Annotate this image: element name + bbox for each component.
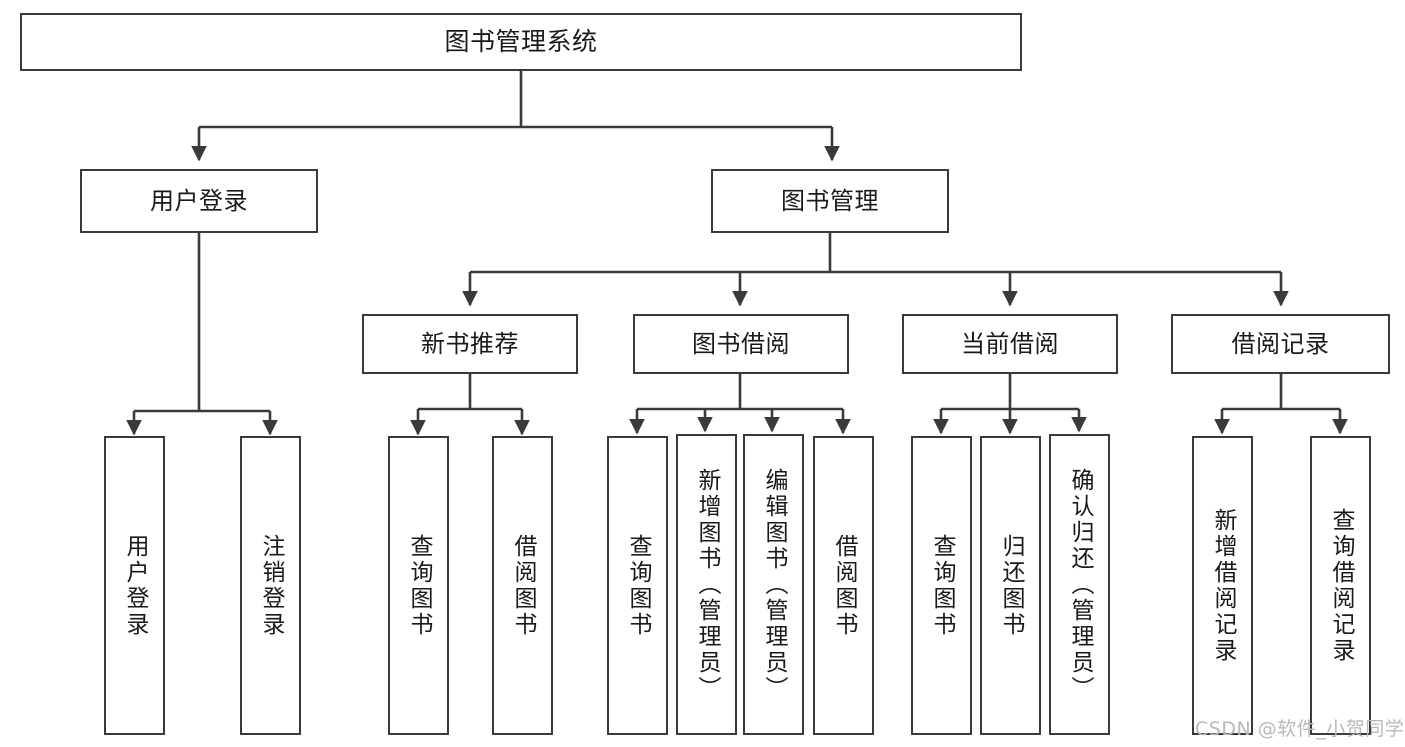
node-book-borrow[interactable]: 图书借阅 bbox=[633, 314, 849, 374]
node-leaf-user-login-label: 用户登录 bbox=[122, 533, 148, 638]
node-leaf-add-book-label: 新增图书（管理员） bbox=[694, 467, 720, 702]
node-leaf-borrow-book-1-label: 借阅图书 bbox=[510, 533, 536, 638]
node-leaf-query-book-1-label: 查询图书 bbox=[406, 533, 432, 638]
node-leaf-borrow-book-2-label: 借阅图书 bbox=[831, 533, 857, 638]
node-leaf-confirm-return-label: 确认归还（管理员） bbox=[1067, 467, 1093, 702]
node-new-book-recommend-label: 新书推荐 bbox=[421, 329, 519, 358]
node-leaf-user-login[interactable]: 用户登录 bbox=[104, 436, 165, 735]
node-leaf-query-book-3-label: 查询图书 bbox=[929, 533, 955, 638]
node-leaf-add-book[interactable]: 新增图书（管理员） bbox=[676, 434, 737, 735]
node-root-label: 图书管理系统 bbox=[444, 27, 598, 57]
node-book-manage-label: 图书管理 bbox=[781, 186, 879, 215]
node-leaf-logout-login-label: 注销登录 bbox=[258, 533, 284, 638]
node-leaf-edit-book[interactable]: 编辑图书（管理员） bbox=[743, 434, 804, 735]
node-leaf-query-book-3[interactable]: 查询图书 bbox=[911, 436, 972, 735]
node-leaf-logout-login[interactable]: 注销登录 bbox=[240, 436, 301, 735]
node-new-book-recommend[interactable]: 新书推荐 bbox=[362, 314, 578, 374]
node-book-borrow-label: 图书借阅 bbox=[692, 329, 790, 358]
node-leaf-return-book-label: 归还图书 bbox=[998, 533, 1024, 638]
node-leaf-add-record-label: 新增借阅记录 bbox=[1210, 507, 1236, 664]
node-leaf-borrow-book-1[interactable]: 借阅图书 bbox=[492, 436, 553, 735]
node-borrow-record[interactable]: 借阅记录 bbox=[1171, 314, 1390, 374]
node-leaf-query-book-2-label: 查询图书 bbox=[625, 533, 651, 638]
node-leaf-borrow-book-2[interactable]: 借阅图书 bbox=[813, 436, 874, 735]
node-leaf-query-book-1[interactable]: 查询图书 bbox=[388, 436, 449, 735]
node-borrow-record-label: 借阅记录 bbox=[1231, 329, 1330, 358]
node-leaf-query-book-2[interactable]: 查询图书 bbox=[607, 436, 668, 735]
node-leaf-query-record-label: 查询借阅记录 bbox=[1328, 507, 1354, 664]
node-leaf-confirm-return[interactable]: 确认归还（管理员） bbox=[1049, 434, 1110, 735]
node-leaf-edit-book-label: 编辑图书（管理员） bbox=[761, 467, 787, 702]
node-root[interactable]: 图书管理系统 bbox=[20, 13, 1022, 71]
node-user-login[interactable]: 用户登录 bbox=[80, 169, 318, 233]
node-current-borrow-label: 当前借阅 bbox=[961, 329, 1059, 358]
node-current-borrow[interactable]: 当前借阅 bbox=[902, 314, 1118, 374]
node-user-login-label: 用户登录 bbox=[150, 186, 248, 215]
node-leaf-return-book[interactable]: 归还图书 bbox=[980, 436, 1041, 735]
csdn-watermark: CSDN @软件_小贺同学 bbox=[1195, 718, 1405, 740]
node-book-manage[interactable]: 图书管理 bbox=[711, 169, 949, 233]
node-leaf-add-record[interactable]: 新增借阅记录 bbox=[1192, 436, 1253, 735]
node-leaf-query-record[interactable]: 查询借阅记录 bbox=[1310, 436, 1371, 735]
